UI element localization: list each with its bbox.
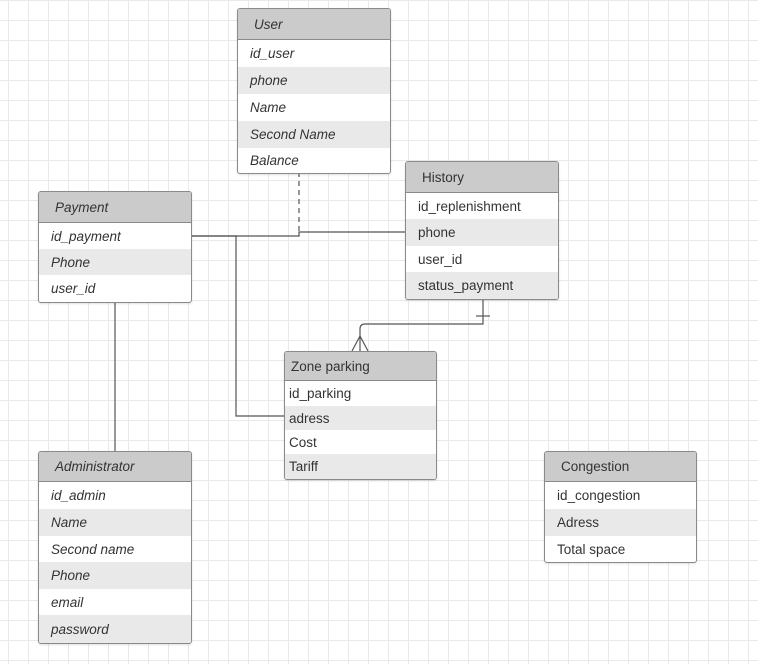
- entity-field: Tariff: [285, 454, 436, 479]
- entity-field: Adress: [545, 509, 696, 536]
- user-entity[interactable]: User id_user phone Name Second Name Bala…: [237, 8, 391, 174]
- many-crowfoot-marker: [351, 334, 369, 352]
- entity-field: Cost: [289, 434, 317, 450]
- history-zone-parking-relationship[interactable]: [359, 298, 484, 351]
- entity-title: History: [406, 162, 558, 193]
- entity-field: user_id: [51, 281, 96, 296]
- payment-zone-parking-relationship[interactable]: [192, 235, 284, 417]
- entity-field: Total space: [557, 541, 626, 557]
- entity-field: Phone: [39, 562, 191, 589]
- zone-parking-entity[interactable]: Zone parking id_parking adress Cost Tari…: [284, 351, 437, 480]
- entity-field: id_replenishment: [418, 198, 521, 214]
- entity-field: id_congestion: [557, 488, 641, 503]
- entity-field: adress: [285, 406, 436, 430]
- entity-field: Second name: [51, 541, 135, 557]
- entity-title: Congestion: [545, 452, 696, 482]
- entity-field: password: [39, 615, 191, 643]
- entity-field: Second Name: [238, 121, 390, 148]
- entity-title: User: [238, 9, 390, 40]
- entity-field: id_payment: [51, 228, 121, 244]
- entity-field: Name: [250, 100, 287, 115]
- entity-title: Payment: [39, 192, 191, 223]
- entity-field: phone: [238, 67, 390, 94]
- entity-field: Phone: [39, 249, 191, 275]
- payment-entity[interactable]: Payment id_payment Phone user_id: [38, 191, 192, 303]
- entity-field: user_id: [418, 251, 463, 267]
- entity-field: id_parking: [289, 386, 352, 401]
- history-entity[interactable]: History id_replenishment phone user_id s…: [405, 161, 559, 300]
- payment-history-relationship[interactable]: [192, 231, 405, 237]
- entity-title: Administrator: [39, 452, 191, 482]
- entity-field: id_user: [250, 46, 295, 61]
- administrator-entity[interactable]: Administrator id_admin Name Second name …: [38, 451, 192, 644]
- entity-field: Balance: [250, 153, 299, 168]
- entity-field: Name: [39, 509, 191, 536]
- entity-field: status_payment: [406, 272, 558, 299]
- entity-title: Zone parking: [285, 352, 436, 381]
- entity-field: id_admin: [51, 488, 106, 503]
- entity-field: phone: [406, 219, 558, 246]
- congestion-entity[interactable]: Congestion id_congestion Adress Total sp…: [544, 451, 697, 563]
- entity-field: email: [51, 594, 84, 610]
